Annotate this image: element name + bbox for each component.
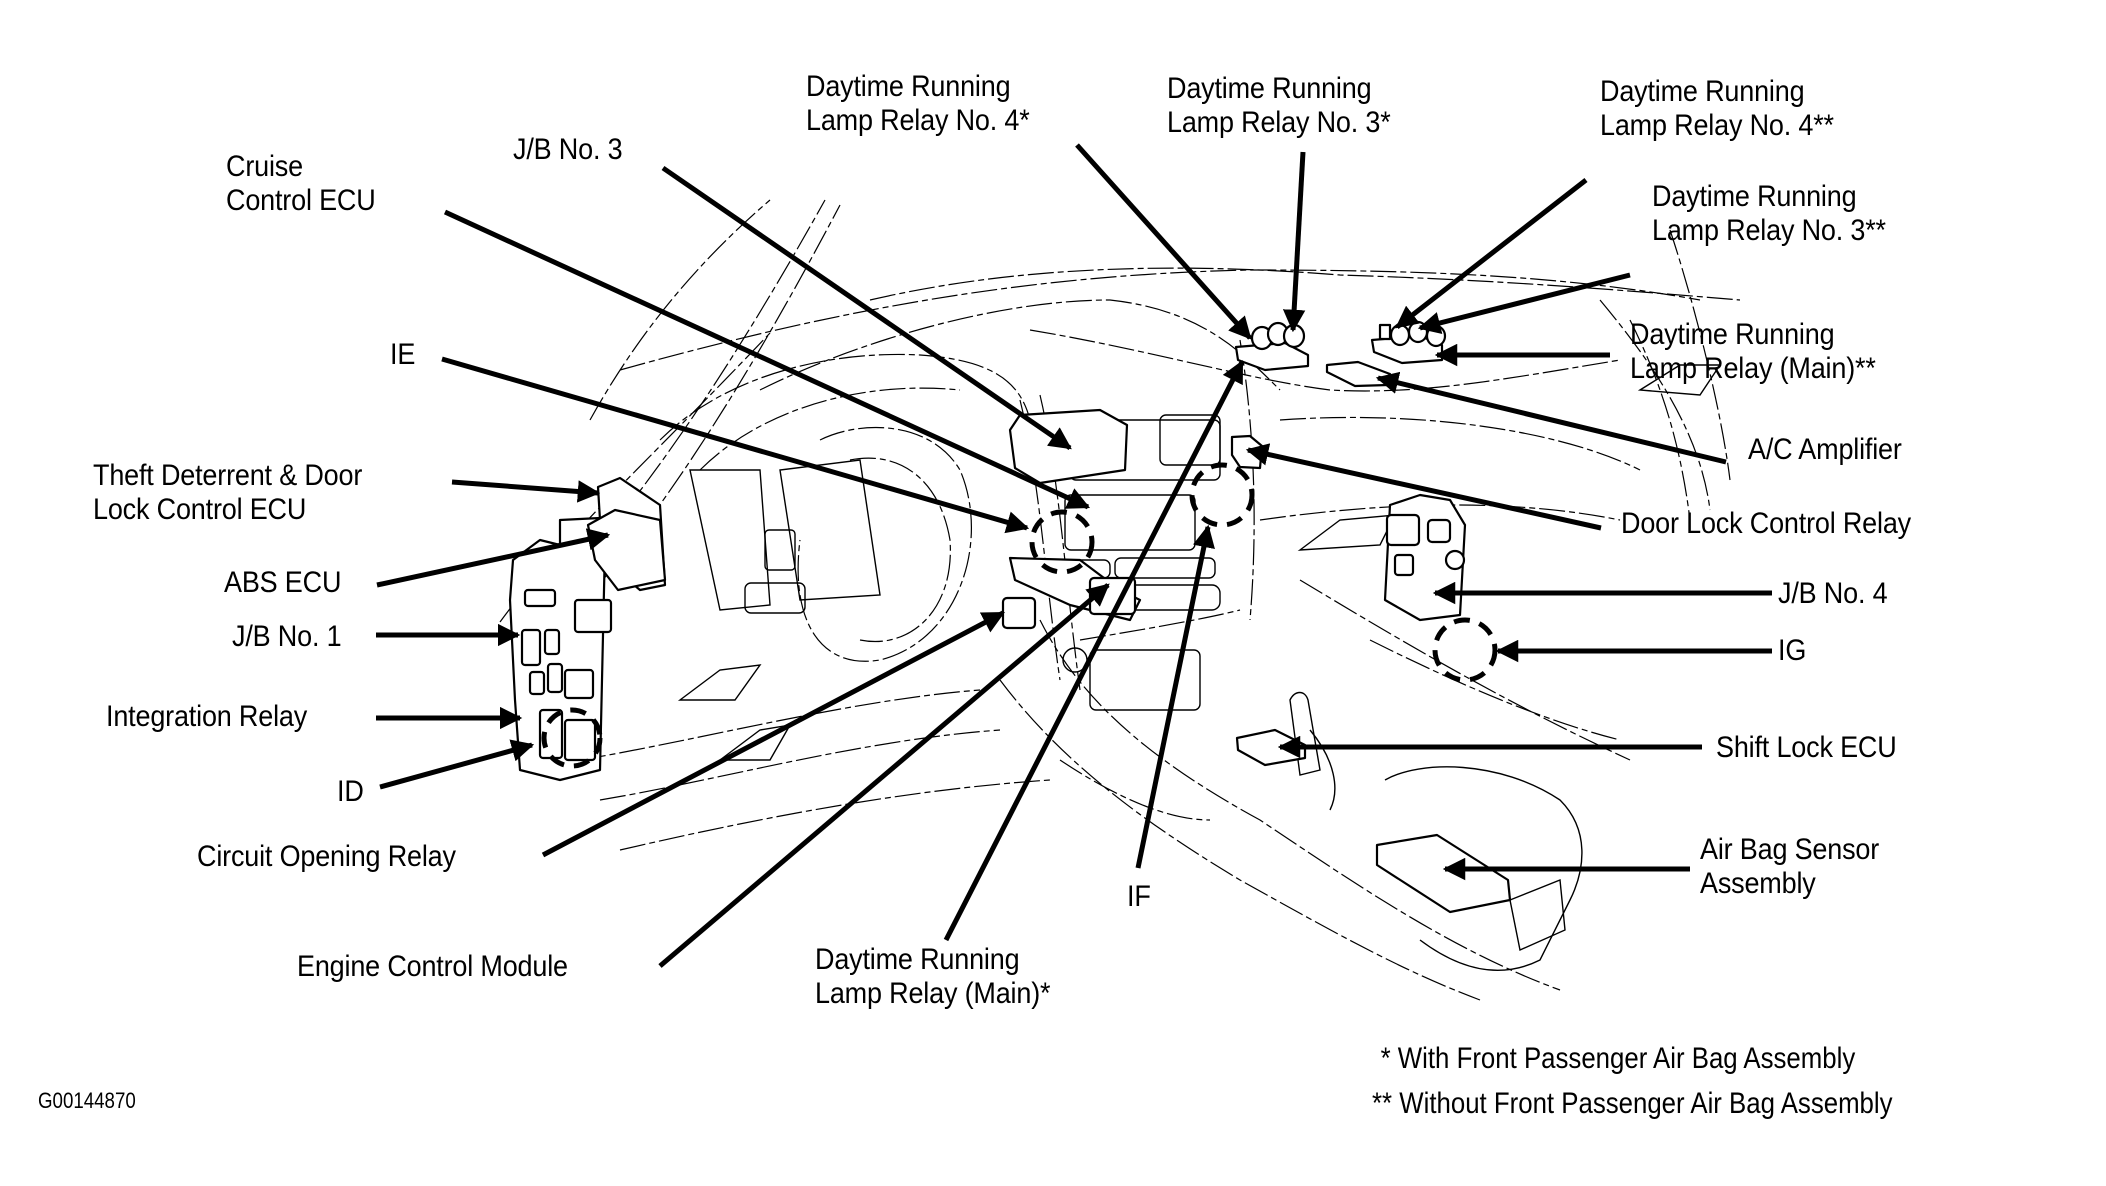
label-door-lock-control-relay: Door Lock Control Relay xyxy=(1621,507,1911,540)
label-jb-no3: J/B No. 3 xyxy=(513,133,623,166)
leader-drl-no4-star xyxy=(1075,143,1252,340)
leader-ac-amplifier xyxy=(1375,371,1727,465)
leader-ie xyxy=(441,356,1030,534)
footnote-single-star: * With Front Passenger Air Bag Assembly xyxy=(1380,1042,1856,1075)
connector-ie-marker xyxy=(1029,509,1095,575)
connector-ig-marker xyxy=(1432,617,1498,683)
leader-lines xyxy=(376,143,1772,968)
drl-relays-right-component xyxy=(1370,320,1447,365)
label-ig: IG xyxy=(1778,634,1807,667)
drl-relays-left-component xyxy=(1234,321,1310,372)
leader-jb-no3 xyxy=(661,165,1072,451)
label-circuit-opening-relay: Circuit Opening Relay xyxy=(197,840,456,873)
ac-amplifier-component xyxy=(1325,360,1392,388)
label-drl-relay-no3-dstar: Daytime Running Lamp Relay No. 3** xyxy=(1652,180,1886,247)
leader-drl-main-star xyxy=(943,359,1245,942)
label-drl-relay-main-dstar: Daytime Running Lamp Relay (Main)** xyxy=(1630,318,1876,385)
label-drl-relay-no4-star: Daytime Running Lamp Relay No. 4* xyxy=(806,70,1030,137)
footnote-double-star: ** Without Front Passenger Air Bag Assem… xyxy=(1372,1087,1893,1120)
leader-theft-deterrent-ecu xyxy=(451,479,601,503)
leader-cruise-control-ecu xyxy=(443,209,1091,510)
label-theft-deterrent-door-lock-ecu: Theft Deterrent & Door Lock Control ECU xyxy=(93,459,363,526)
label-engine-control-module: Engine Control Module xyxy=(297,950,568,983)
label-ie: IE xyxy=(390,338,416,371)
leader-engine-control-module xyxy=(658,583,1110,968)
label-jb-no1: J/B No. 1 xyxy=(232,620,342,653)
dashboard-outline xyxy=(499,199,1741,1001)
label-shift-lock-ecu: Shift Lock ECU xyxy=(1716,731,1897,764)
jb-no4-component xyxy=(1383,493,1467,622)
leader-circuit-opening-relay xyxy=(541,610,1005,858)
label-air-bag-sensor-assembly: Air Bag Sensor Assembly xyxy=(1700,833,1880,900)
label-cruise-control-ecu: Cruise Control ECU xyxy=(226,150,376,217)
leader-drl-no4-dstar xyxy=(1395,178,1588,329)
label-id: ID xyxy=(337,775,364,808)
figure-id: G00144870 xyxy=(38,1088,136,1113)
leader-drl-no3-star xyxy=(1282,151,1306,333)
label-if: IF xyxy=(1127,880,1151,913)
label-drl-relay-no4-dstar: Daytime Running Lamp Relay No. 4** xyxy=(1600,75,1834,142)
leader-if xyxy=(1135,524,1215,869)
label-drl-relay-main-star: Daytime Running Lamp Relay (Main)* xyxy=(815,943,1051,1010)
connector-if-marker xyxy=(1189,462,1255,528)
footnotes: * With Front Passenger Air Bag Assembly … xyxy=(1372,1036,1893,1126)
label-jb-no4: J/B No. 4 xyxy=(1778,577,1888,610)
label-ac-amplifier: A/C Amplifier xyxy=(1748,433,1902,466)
leader-abs-ecu xyxy=(376,528,611,588)
theft-deterrent-ecu-component xyxy=(586,476,667,592)
label-drl-relay-no3-star: Daytime Running Lamp Relay No. 3* xyxy=(1167,72,1391,139)
label-integration-relay: Integration Relay xyxy=(106,700,308,733)
connector-id-marker xyxy=(541,707,603,769)
leader-id xyxy=(379,739,535,790)
air-bag-sensor-component xyxy=(1375,833,1512,914)
leader-door-lock-relay xyxy=(1245,443,1602,531)
label-abs-ecu: ABS ECU xyxy=(224,566,342,599)
leader-drl-no3-dstar xyxy=(1417,272,1631,334)
